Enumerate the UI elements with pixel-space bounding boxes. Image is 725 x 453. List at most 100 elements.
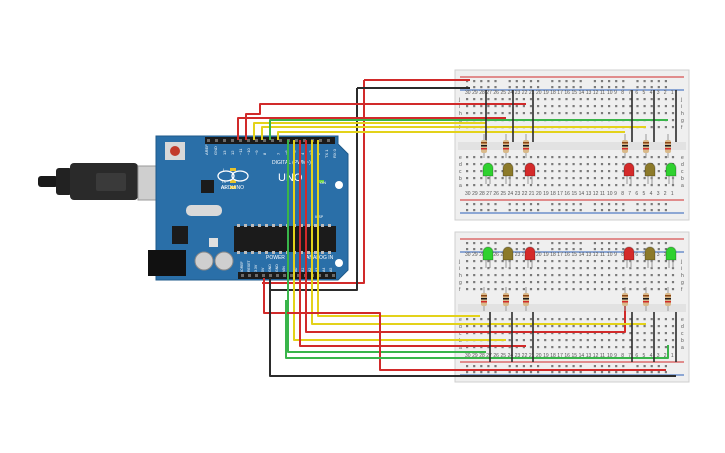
- breadboard-hole: [608, 156, 611, 159]
- breadboard-hole: [664, 112, 667, 115]
- breadboard-hole: [622, 170, 625, 173]
- breadboard-row-letter: d: [681, 324, 684, 330]
- breadboard-hole: [636, 365, 639, 368]
- breadboard-hole: [600, 260, 604, 263]
- breadboard-hole: [537, 248, 540, 251]
- breadboard-hole: [572, 170, 575, 173]
- breadboard-hole: [473, 248, 476, 251]
- breadboard-hole: [593, 163, 596, 166]
- breadboard-hole: [558, 105, 561, 108]
- breadboard-hole: [544, 288, 547, 291]
- breadboard-hole: [522, 184, 525, 187]
- breadboard-hole: [579, 209, 582, 212]
- breadboard-hole: [466, 371, 469, 374]
- breadboard-hole: [650, 325, 653, 328]
- breadboard-col-number: 3: [657, 90, 660, 96]
- l-label: L: [223, 167, 226, 172]
- breadboard-hole: [593, 80, 596, 83]
- breadboard-row-letter: f: [459, 287, 461, 293]
- breadboard-hole: [565, 203, 568, 206]
- breadboard-hole: [636, 346, 639, 349]
- breadboard-col-number: 25: [501, 191, 507, 197]
- breadboard-col-number: 5: [643, 191, 646, 197]
- breadboard-hole: [529, 209, 533, 212]
- breadboard-row-letter: c: [681, 331, 684, 337]
- breadboard-hole: [529, 86, 533, 89]
- breadboard-col-number: 25: [501, 353, 507, 359]
- breadboard-hole: [650, 332, 653, 335]
- breadboard-hole: [615, 105, 618, 108]
- breadboard-col-number: 15: [572, 191, 578, 197]
- breadboard-hole: [622, 98, 625, 101]
- breadboard-col-number: 11: [600, 252, 605, 258]
- breadboard-hole: [615, 80, 618, 83]
- breadboard-hole: [515, 281, 518, 284]
- breadboard-hole: [480, 184, 483, 187]
- breadboard-hole: [579, 156, 582, 159]
- breadboard-hole: [615, 98, 618, 101]
- header-pin: [318, 274, 321, 277]
- breadboard-hole: [551, 281, 554, 284]
- breadboard-hole: [522, 242, 525, 245]
- breadboard-hole: [629, 318, 632, 321]
- breadboard-hole: [529, 260, 533, 263]
- pin-label-12: 12: [230, 150, 235, 155]
- breadboard-hole: [657, 365, 660, 368]
- breadboard-hole: [629, 105, 632, 108]
- breadboard-col-number: 14: [579, 252, 585, 258]
- breadboard-hole: [608, 371, 611, 374]
- breadboard-hole: [473, 177, 476, 180]
- breadboard-hole: [643, 267, 646, 270]
- breadboard-hole: [657, 209, 660, 212]
- breadboard-hole: [480, 346, 483, 349]
- breadboard-col-number: 27: [486, 353, 492, 359]
- leds: [482, 162, 677, 268]
- breadboard-hole: [615, 209, 618, 212]
- breadboard-hole: [629, 260, 632, 263]
- breadboard-hole: [572, 163, 575, 166]
- breadboard-hole: [480, 170, 483, 173]
- breadboard-hole: [664, 288, 667, 291]
- breadboard-col-number: 30: [465, 191, 471, 197]
- breadboard-hole: [565, 288, 568, 291]
- breadboard-hole: [522, 112, 525, 115]
- breadboard-hole: [572, 281, 575, 284]
- breadboard-hole: [657, 112, 660, 115]
- uno-label: UNO: [278, 172, 303, 184]
- breadboard-hole: [636, 248, 639, 251]
- mcu-pin: [279, 224, 282, 227]
- breadboard-hole: [600, 365, 604, 368]
- breadboard-hole: [579, 80, 582, 83]
- pin-label-gnd-1: GND: [268, 264, 272, 272]
- breadboard-col-number: 7: [628, 191, 631, 197]
- breadboard-hole: [487, 267, 490, 270]
- breadboard-hole: [572, 346, 575, 349]
- breadboard-hole: [494, 112, 497, 115]
- breadboard-hole: [466, 242, 469, 245]
- mcu-pin: [300, 251, 303, 254]
- breadboard-hole: [600, 371, 604, 374]
- breadboard-hole: [551, 170, 554, 173]
- breadboard-hole: [537, 288, 540, 291]
- breadboard-hole: [643, 203, 646, 206]
- breadboard-hole: [565, 325, 568, 328]
- breadboard-hole: [565, 332, 568, 335]
- breadboard-hole: [664, 163, 667, 166]
- header-pin: [255, 274, 258, 277]
- pin-label-9: ~9: [254, 150, 259, 155]
- resistor-band: [503, 301, 509, 303]
- breadboard-hole: [522, 339, 525, 342]
- breadboard-hole: [565, 177, 568, 180]
- breadboard-hole: [608, 318, 611, 321]
- breadboard-hole: [487, 112, 490, 115]
- breadboard-hole: [636, 98, 639, 101]
- breadboard-hole: [650, 126, 653, 129]
- breadboard-hole: [473, 184, 476, 187]
- breadboard-hole: [608, 177, 611, 180]
- breadboard-hole: [558, 248, 561, 251]
- breadboard-hole: [466, 105, 469, 108]
- breadboard-hole: [586, 177, 589, 180]
- breadboard-row-letter: i: [459, 104, 460, 110]
- breadboard-hole: [551, 163, 554, 166]
- breadboard-hole: [473, 80, 476, 83]
